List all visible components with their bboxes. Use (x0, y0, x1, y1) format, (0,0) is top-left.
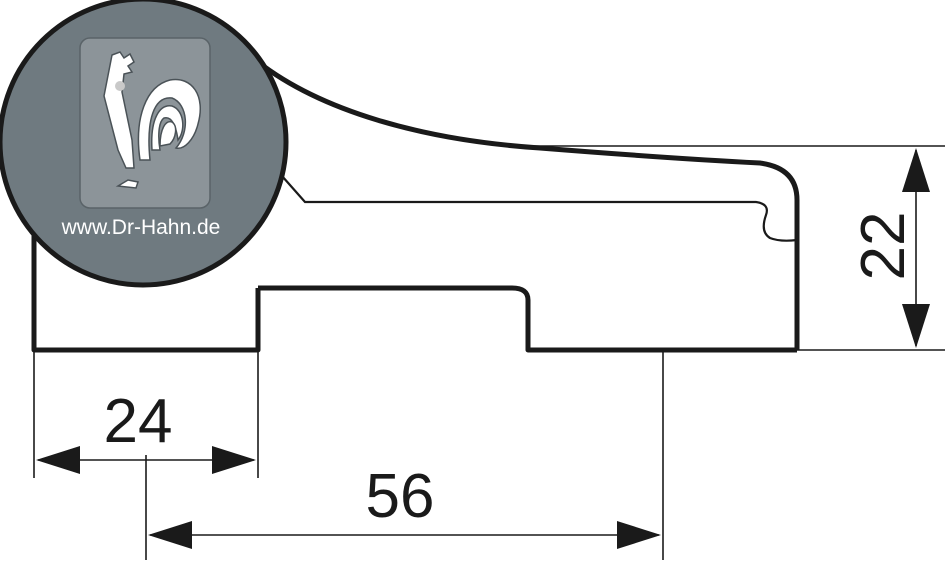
arrow-24-left (36, 446, 80, 474)
hinge-inner-line (281, 175, 798, 242)
arrowheads (36, 148, 930, 549)
arrow-22-top (902, 148, 930, 192)
arrow-24-right (212, 446, 256, 474)
dim-label-24: 24 (104, 387, 173, 456)
hinge-top-curve (256, 60, 800, 350)
logo-url: www.Dr-Hahn.de (61, 216, 221, 239)
hinge-left-block (31, 230, 261, 353)
rooster-eye-icon (115, 81, 125, 91)
hinge-profile (31, 60, 800, 353)
logo-badge: www.Dr-Hahn.de (0, 0, 289, 288)
arrow-22-bottom (902, 304, 930, 348)
dim-label-56: 56 (366, 462, 435, 531)
rooster-icon (103, 51, 201, 189)
arrow-56-left (148, 521, 192, 549)
hinge-bottom-step (258, 285, 797, 353)
arrow-56-right (617, 521, 661, 549)
dim-label-22: 22 (849, 212, 918, 281)
